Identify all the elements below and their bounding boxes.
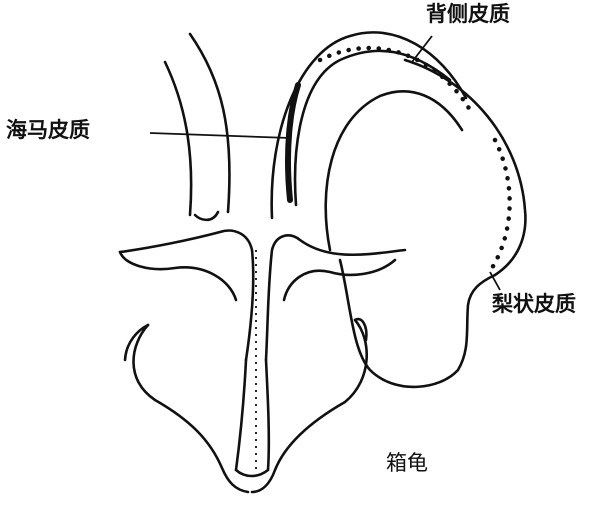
ventral-left-lower	[120, 252, 236, 300]
label-dorsal-cortex: 背侧皮质	[426, 4, 510, 25]
label-hippocampal-cortex: 海马皮质	[6, 120, 90, 141]
hippocampal-leader-line	[150, 133, 290, 138]
ventral-right-lower	[284, 260, 395, 300]
left-outer-arc	[190, 34, 229, 212]
left-middle-arc	[165, 62, 191, 215]
dorsal-leader-line	[412, 36, 432, 62]
brainstem-inner-left	[236, 360, 246, 470]
brainstem-base	[236, 470, 268, 476]
ventral-right-wing	[266, 235, 405, 360]
hemisphere-dorsal-inner	[326, 91, 462, 250]
dorsal-cortex-dots-lower	[492, 140, 510, 268]
brainstem-inner-right	[266, 360, 269, 470]
left-hemisphere-wall	[195, 212, 218, 220]
brainstem-left	[133, 325, 248, 492]
label-species: 箱龟	[386, 453, 428, 474]
hippocampal-arc-inner	[295, 51, 450, 205]
label-piriform-cortex: 梨状皮质	[492, 294, 576, 315]
